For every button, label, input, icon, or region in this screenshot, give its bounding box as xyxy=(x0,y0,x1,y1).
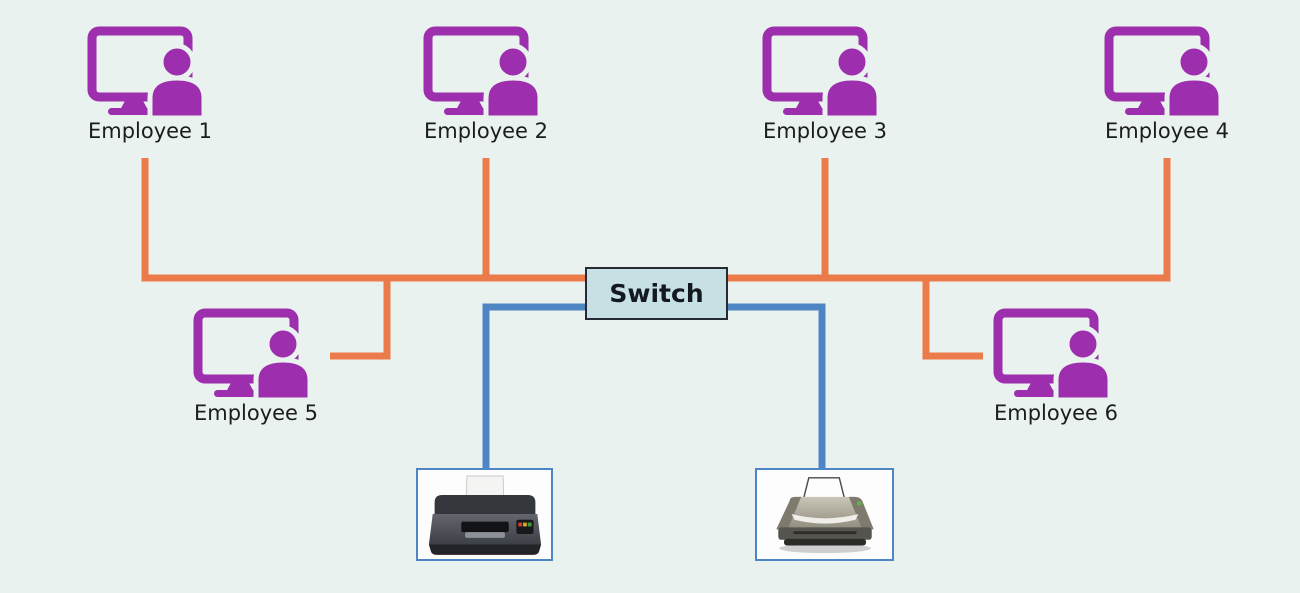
workstation-user-icon xyxy=(420,26,552,116)
laser-printer-icon xyxy=(766,474,884,556)
employee-5-branch-wire xyxy=(330,276,391,360)
node-employee-6: Employee 6 xyxy=(971,308,1141,426)
workstation-user-icon xyxy=(84,26,216,116)
employee-label: Employee 3 xyxy=(762,119,888,143)
node-employee-2: Employee 2 xyxy=(401,26,571,144)
switch-label: Switch xyxy=(609,279,704,308)
workstation-user-icon xyxy=(190,308,322,398)
node-employee-5: Employee 5 xyxy=(171,308,341,426)
switch-to-printers-wire xyxy=(482,303,826,468)
workstation-user-icon xyxy=(990,308,1122,398)
employee-6-branch-wire xyxy=(922,276,983,360)
node-employee-3: Employee 3 xyxy=(740,26,910,144)
employee-label: Employee 4 xyxy=(1104,119,1230,143)
inkjet-printer-icon xyxy=(427,474,543,556)
node-employee-4: Employee 4 xyxy=(1082,26,1252,144)
workstation-user-icon xyxy=(759,26,891,116)
orange-bus-wire xyxy=(141,158,1171,282)
switch-node: Switch xyxy=(585,267,728,320)
node-employee-1: Employee 1 xyxy=(65,26,235,144)
printer-1-node xyxy=(416,468,553,561)
employee-label: Employee 1 xyxy=(87,119,213,143)
employee-label: Employee 5 xyxy=(193,401,319,425)
printer-2-node xyxy=(755,468,894,561)
employee-label: Employee 2 xyxy=(423,119,549,143)
employee-label: Employee 6 xyxy=(993,401,1119,425)
workstation-user-icon xyxy=(1101,26,1233,116)
